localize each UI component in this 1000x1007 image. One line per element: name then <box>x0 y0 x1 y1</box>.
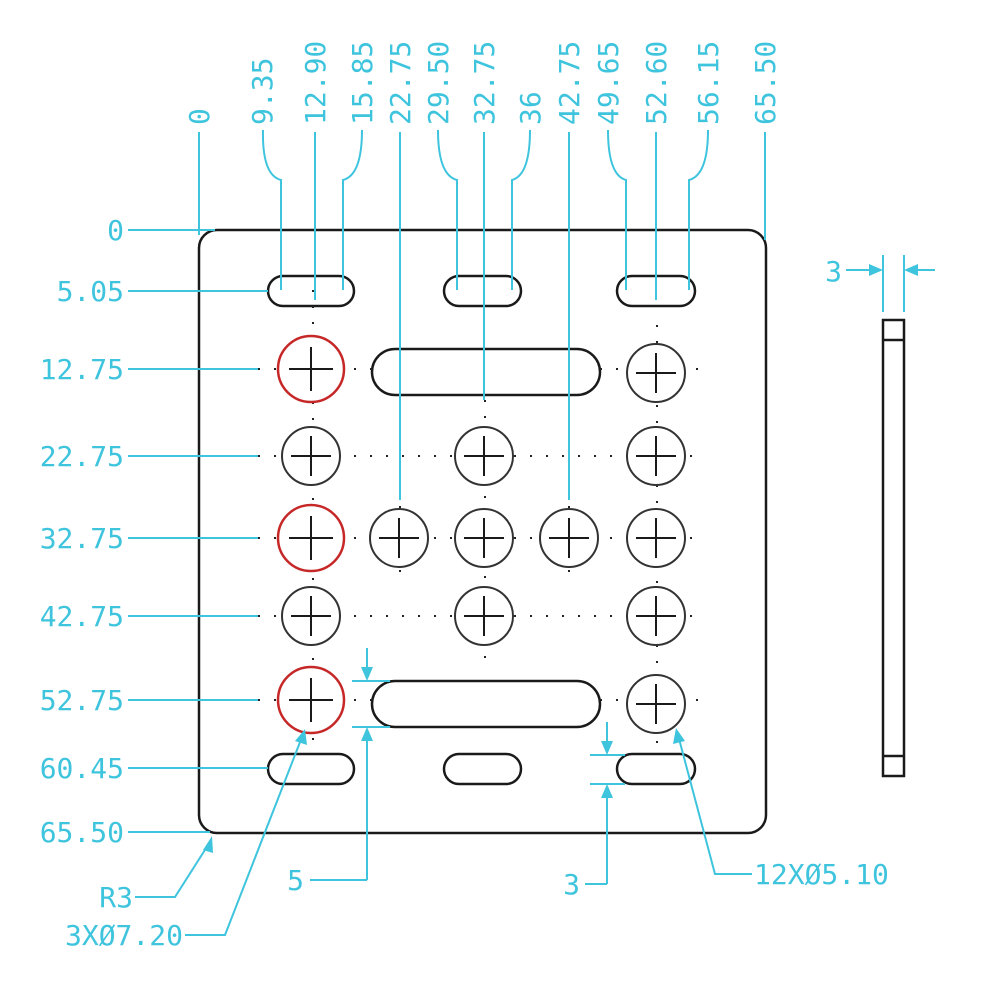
x-dim-label: 9.35 <box>246 58 279 125</box>
large-hole <box>276 334 346 404</box>
y-dim-label: 0 <box>107 214 124 247</box>
slot <box>266 752 356 786</box>
side-outline <box>881 318 906 778</box>
slot-offset-dimension: 3 <box>563 722 625 901</box>
thickness-dimension: 3 <box>825 255 935 312</box>
x-dim-label: 42.75 <box>553 41 586 125</box>
x-dim-label: 65.50 <box>749 41 782 125</box>
x-dim-label: 56.15 <box>692 41 725 125</box>
small-hole <box>281 426 341 486</box>
radius-label: R3 <box>99 881 133 914</box>
x-dim-label: 15.85 <box>346 41 379 125</box>
small-hole <box>281 586 341 646</box>
x-ordinate-dimensions: 0 9.35 12.90 15.85 22.75 29.50 32.75 36 … <box>183 41 782 500</box>
small-hole <box>454 426 514 486</box>
thickness-label: 3 <box>825 255 842 288</box>
x-dim-label: 32.75 <box>468 41 501 125</box>
small-hole <box>626 674 686 734</box>
plate-top-view <box>197 228 768 835</box>
x-dim-label: 49.65 <box>592 41 625 125</box>
small-hole-label: 12XØ5.10 <box>754 858 889 891</box>
x-dim-label: 52.60 <box>640 41 673 125</box>
large-hole-label: 3XØ7.20 <box>65 919 183 952</box>
small-hole <box>626 508 686 568</box>
slot <box>615 752 697 786</box>
slot-offset-label: 3 <box>563 868 580 901</box>
large-hole <box>276 503 346 573</box>
y-dim-label: 65.50 <box>40 816 124 849</box>
holes <box>276 334 686 735</box>
slot <box>442 274 523 308</box>
small-hole <box>626 426 686 486</box>
y-dim-label: 12.75 <box>40 353 124 386</box>
x-dim-label: 0 <box>183 108 216 125</box>
slot-gap-dimension: 5 <box>287 648 390 897</box>
x-dim-label: 36 <box>514 91 547 125</box>
y-dim-label: 52.75 <box>40 684 124 717</box>
plate-outline <box>197 228 768 835</box>
y-dim-label: 42.75 <box>40 600 124 633</box>
large-hole-callout: 3XØ7.20 <box>65 729 307 952</box>
radius-callout: R3 <box>99 836 213 914</box>
small-hole <box>626 586 686 646</box>
small-hole <box>454 586 514 646</box>
small-hole-callout: 12XØ5.10 <box>673 728 889 891</box>
y-dim-label: 32.75 <box>40 522 124 555</box>
y-dim-label: 60.45 <box>40 752 124 785</box>
small-hole <box>454 508 514 568</box>
large-hole <box>276 665 346 735</box>
small-hole <box>626 343 686 403</box>
plate-side-view <box>881 318 906 778</box>
y-ordinate-dimensions: 0 5.05 12.75 22.75 32.75 42.75 52.75 60.… <box>40 214 268 849</box>
y-dim-label: 22.75 <box>40 440 124 473</box>
small-hole <box>369 508 429 568</box>
x-dim-label: 12.90 <box>299 41 332 125</box>
long-slot <box>370 347 602 397</box>
y-dim-label: 5.05 <box>57 275 124 308</box>
x-dim-label: 22.75 <box>384 41 417 125</box>
small-hole <box>539 508 599 568</box>
slot <box>442 752 523 786</box>
x-dim-label: 29.50 <box>422 41 455 125</box>
slot-gap-label: 5 <box>287 864 304 897</box>
long-slot <box>370 679 602 729</box>
